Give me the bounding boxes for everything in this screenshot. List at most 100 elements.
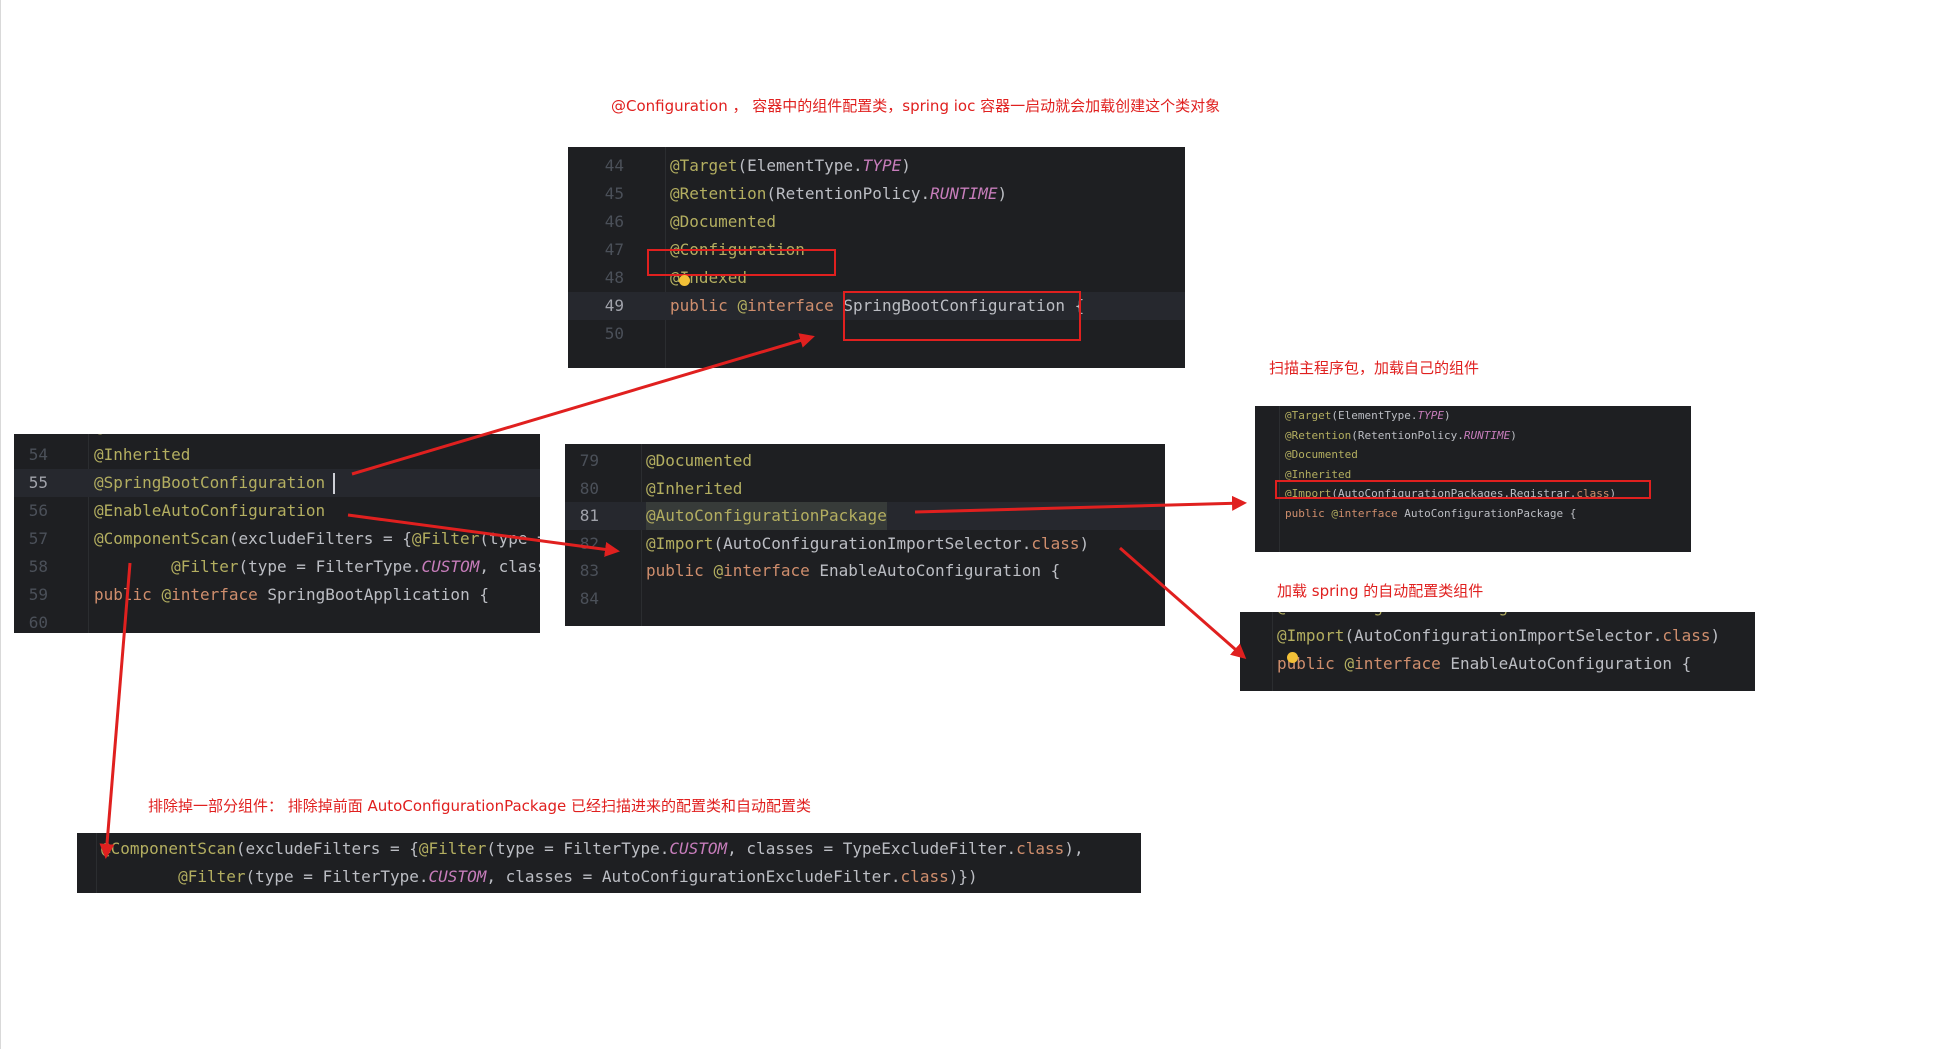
arrow-icon <box>347 513 620 557</box>
code-token: @SpringBootConfiguration <box>94 473 326 492</box>
code-token: @Import <box>646 533 714 553</box>
code-line: @Filter(type = FilterType.CUSTOM, classe… <box>77 863 1141 891</box>
code-text: @Documented <box>1285 445 1358 465</box>
code-token: @Import <box>1277 625 1345 645</box>
code-text: @AutoConfigurationPackage <box>1277 612 1518 622</box>
code-text: @Retention(RetentionPolicy.RUNTIME) <box>1285 426 1517 446</box>
code-token: @Filter <box>418 839 487 858</box>
code-line: 59 public @interface SpringBootApplicatio… <box>14 581 540 609</box>
code-token: @Inherited <box>646 478 743 498</box>
code-line: 60 <box>14 609 540 633</box>
code-text: @Inherited <box>1285 465 1351 485</box>
code-token: @Retention <box>670 184 767 203</box>
code-token: AutoConfigurationPackage { <box>1404 506 1577 520</box>
code-token: CUSTOM <box>669 839 728 858</box>
code-text: public @interface SpringBootApplication … <box>94 581 489 609</box>
code-token: public <box>94 585 152 604</box>
code-token: RUNTIME <box>1463 428 1511 442</box>
text-caret <box>333 473 335 494</box>
code-token: class <box>900 867 949 886</box>
code-token: (type = FilterType. <box>486 839 670 858</box>
code-token: ) <box>1079 533 1090 553</box>
line-number: 55 <box>28 473 48 492</box>
code-text: @Import(AutoConfigurationPackages.Regist… <box>1285 484 1616 504</box>
code-text: @Inherited <box>646 475 742 503</box>
code-panel-spring-boot-configuration: 44 @Target(ElementType.TYPE) 45 @Retention(… <box>568 147 1185 368</box>
line-number: 58 <box>28 557 48 576</box>
code-token: @EnableAutoConfiguration <box>94 501 326 520</box>
code-line: 44@Target(ElementType.TYPE) <box>568 152 1185 180</box>
code-token: TYPE <box>1417 409 1444 422</box>
code-token: @Documented <box>94 434 200 436</box>
line-number: 48 <box>604 268 624 287</box>
note-load-auto-config: 加载 spring 的自动配置类组件 <box>1277 582 1484 600</box>
code-line: @Inherited <box>1255 465 1691 485</box>
code-token: , classes = AutoConfigurationExcludeFilt… <box>486 867 901 886</box>
code-token: ) <box>1443 409 1451 422</box>
code-token: @Retention <box>1285 428 1352 442</box>
code-text: public @interface EnableAutoConfiguratio… <box>646 557 1060 585</box>
note-scan-main-package: 扫描主程序包，加载自己的组件 <box>1269 359 1480 377</box>
code-token: (RetentionPolicy. <box>1351 428 1464 442</box>
code-line: @Import(AutoConfigurationPackages.Regist… <box>1255 484 1691 504</box>
code-token: @Target <box>1285 409 1332 422</box>
code-line: @ComponentScan(excludeFilters = {@Filter… <box>77 835 1141 863</box>
code-line: @Import(AutoConfigurationImportSelector.… <box>1240 622 1755 651</box>
code-token: (excludeFilters = { <box>235 839 419 858</box>
code-token: , classes = AutoConfigurationExcludeFilt… <box>479 557 540 576</box>
code-token: class <box>1576 487 1610 500</box>
code-token: @Documented <box>1285 448 1358 461</box>
code-text: @Retention(RetentionPolicy.RUNTIME) <box>670 180 1007 208</box>
line-number: 79 <box>579 451 599 470</box>
code-panel-spring-boot-application: 53@Documented54@Inherited55@SpringBootCo… <box>14 434 540 633</box>
code-token: class <box>1016 839 1065 858</box>
code-token: @Target <box>670 156 738 175</box>
code-token: @Inherited <box>94 445 191 464</box>
code-token: @Import <box>1285 487 1332 500</box>
code-text: @Target(ElementType.TYPE) <box>1285 406 1451 426</box>
code-token: (AutoConfigurationPackages.Registrar. <box>1331 487 1577 500</box>
code-token: ), <box>1064 839 1084 858</box>
code-text: @ComponentScan(excludeFilters = {@Filter… <box>101 835 1084 863</box>
line-number: 59 <box>28 585 48 604</box>
code-token: (ElementType. <box>737 156 863 175</box>
code-token: CUSTOM <box>428 867 487 886</box>
line-number: 49 <box>604 296 624 315</box>
code-token: public <box>646 561 714 580</box>
code-token: @Filter <box>171 557 239 576</box>
code-token: TYPE <box>862 156 902 175</box>
code-token: (RetentionPolicy. <box>766 184 931 203</box>
line-number: 45 <box>604 184 624 203</box>
code-text: @AutoConfigurationPackage <box>646 502 887 530</box>
code-token: public <box>670 296 738 315</box>
code-token: (excludeFilters = { <box>228 529 412 548</box>
code-token: ) <box>1510 428 1517 442</box>
code-token: ) <box>997 184 1008 203</box>
line-number: 56 <box>28 501 48 520</box>
code-text: @Import(AutoConfigurationImportSelector.… <box>646 530 1089 558</box>
code-token: )}) <box>948 867 978 886</box>
line-number: 57 <box>28 529 48 548</box>
code-line: 82@Import(AutoConfigurationImportSelecto… <box>565 530 1165 558</box>
code-token: @ <box>1344 654 1355 673</box>
code-token: @ <box>161 585 172 604</box>
code-token: @Documented <box>670 212 776 231</box>
line-number: 60 <box>28 613 48 632</box>
code-token: interface <box>723 561 820 580</box>
code-token: @ <box>737 296 748 315</box>
code-token: @Inherited <box>1285 467 1352 481</box>
code-token: (type = FilterType. <box>245 867 429 886</box>
code-token: @Documented <box>646 451 752 470</box>
lightbulb-icon <box>1287 652 1298 663</box>
highlight-spring-boot-configuration <box>843 291 1081 341</box>
code-line: 55 @SpringBootConfiguration <box>14 469 540 497</box>
code-text: @Documented <box>646 447 752 475</box>
code-token: (type = FilterType. <box>238 557 422 576</box>
code-token: EnableAutoConfiguration { <box>819 561 1061 580</box>
line-number: 44 <box>604 156 624 175</box>
code-line: @Target(ElementType.TYPE) <box>1255 406 1691 426</box>
code-token: class <box>1662 625 1711 645</box>
code-token: @ <box>713 561 724 580</box>
